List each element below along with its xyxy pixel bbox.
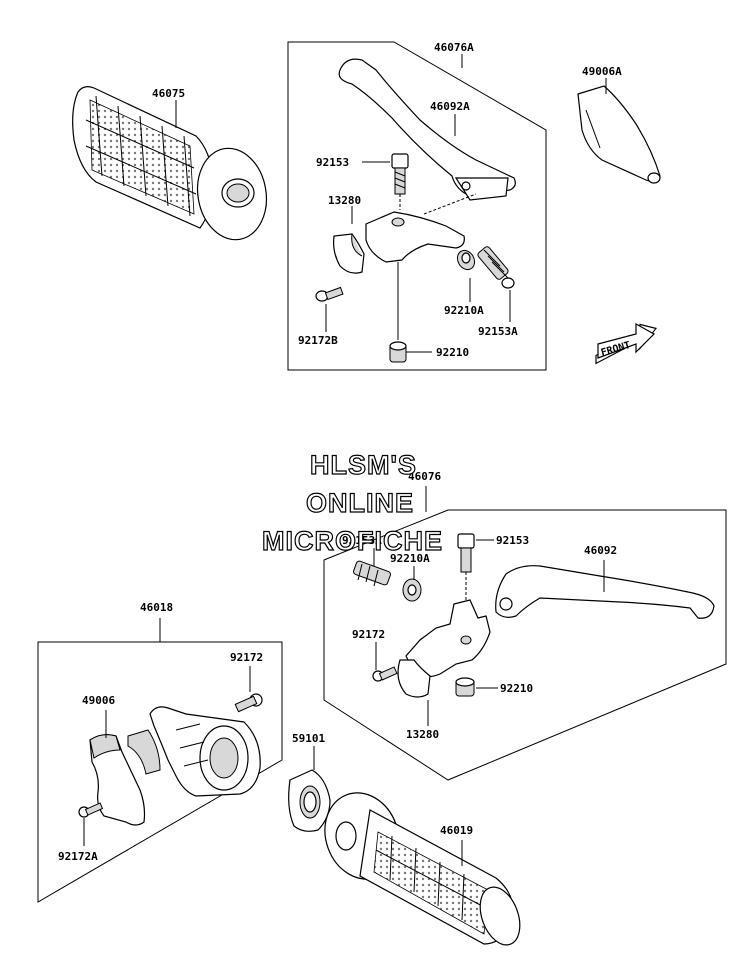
front-direction-arrow: FRONT [595, 322, 658, 365]
label-46019: 46019 [440, 824, 473, 837]
label-46075: 46075 [152, 87, 185, 100]
screw-92172-bottom [372, 666, 398, 682]
label-13280-bottom: 13280 [406, 728, 439, 741]
label-92210A-top: 92210A [444, 304, 484, 317]
screw-92172B [315, 286, 344, 302]
label-46076: 46076 [408, 470, 441, 483]
label-46092A: 46092A [430, 100, 470, 113]
nut-92210A-top [456, 249, 476, 271]
screw-92172-right [234, 693, 263, 713]
part-labels: 46075 46076A 46092A 49006A 92153 13280 9… [58, 41, 622, 863]
nut-92210-top [389, 341, 407, 363]
screw-92153A-bottom [353, 560, 391, 587]
watermark-line3: MICROFICHE [262, 526, 443, 556]
lever-46092 [495, 565, 715, 619]
grip-46019 [324, 792, 521, 946]
screw-92172A [78, 802, 104, 818]
cover-49006A [577, 85, 661, 184]
screw-92153A-top [477, 246, 515, 289]
top-assembly-box [287, 41, 547, 371]
label-92172-left: 92172 [352, 628, 385, 641]
label-92210-bottom: 92210 [500, 682, 533, 695]
watermark-line2: ONLINE [306, 488, 414, 518]
label-46018: 46018 [140, 601, 173, 614]
label-46092: 46092 [584, 544, 617, 557]
bottom-left-assembly-box [37, 641, 283, 903]
leader-lines-bottom [83, 486, 605, 866]
label-92153A-top: 92153A [478, 325, 518, 338]
bolt-92153-bottom [457, 533, 475, 573]
clamp-13280-bottom [397, 599, 491, 698]
label-92172A: 92172A [58, 850, 98, 863]
label-92153-top: 92153 [316, 156, 349, 169]
watermark: HLSM'S ONLINE MICROFICHE [261, 449, 443, 556]
leader-lines-top [175, 54, 607, 353]
grip-46075 [72, 86, 268, 241]
label-46076A: 46076A [434, 41, 474, 54]
label-49006A: 49006A [582, 65, 622, 78]
label-13280-top: 13280 [328, 194, 361, 207]
watermark-line1: HLSM'S [310, 450, 417, 480]
bolt-92153-top [391, 153, 409, 195]
label-92172-right: 92172 [230, 651, 263, 664]
clamp-13280-top [333, 211, 465, 274]
nut-92210-bottom [455, 677, 475, 697]
label-92210-top: 92210 [436, 346, 469, 359]
label-92210A-bottom: 92210A [390, 552, 430, 565]
label-92172B: 92172B [298, 334, 338, 347]
throttle-housing-46018 [127, 706, 261, 797]
guide-59101 [288, 769, 331, 832]
lever-46092A [338, 58, 516, 201]
label-92153A-bottom: 92153A [342, 534, 382, 547]
nut-92210A-bottom [402, 578, 422, 602]
bottom-right-assembly-box [323, 509, 727, 781]
cover-49006 [89, 734, 146, 826]
label-49006: 49006 [82, 694, 115, 707]
label-59101: 59101 [292, 732, 325, 745]
label-92153-bottom: 92153 [496, 534, 529, 547]
